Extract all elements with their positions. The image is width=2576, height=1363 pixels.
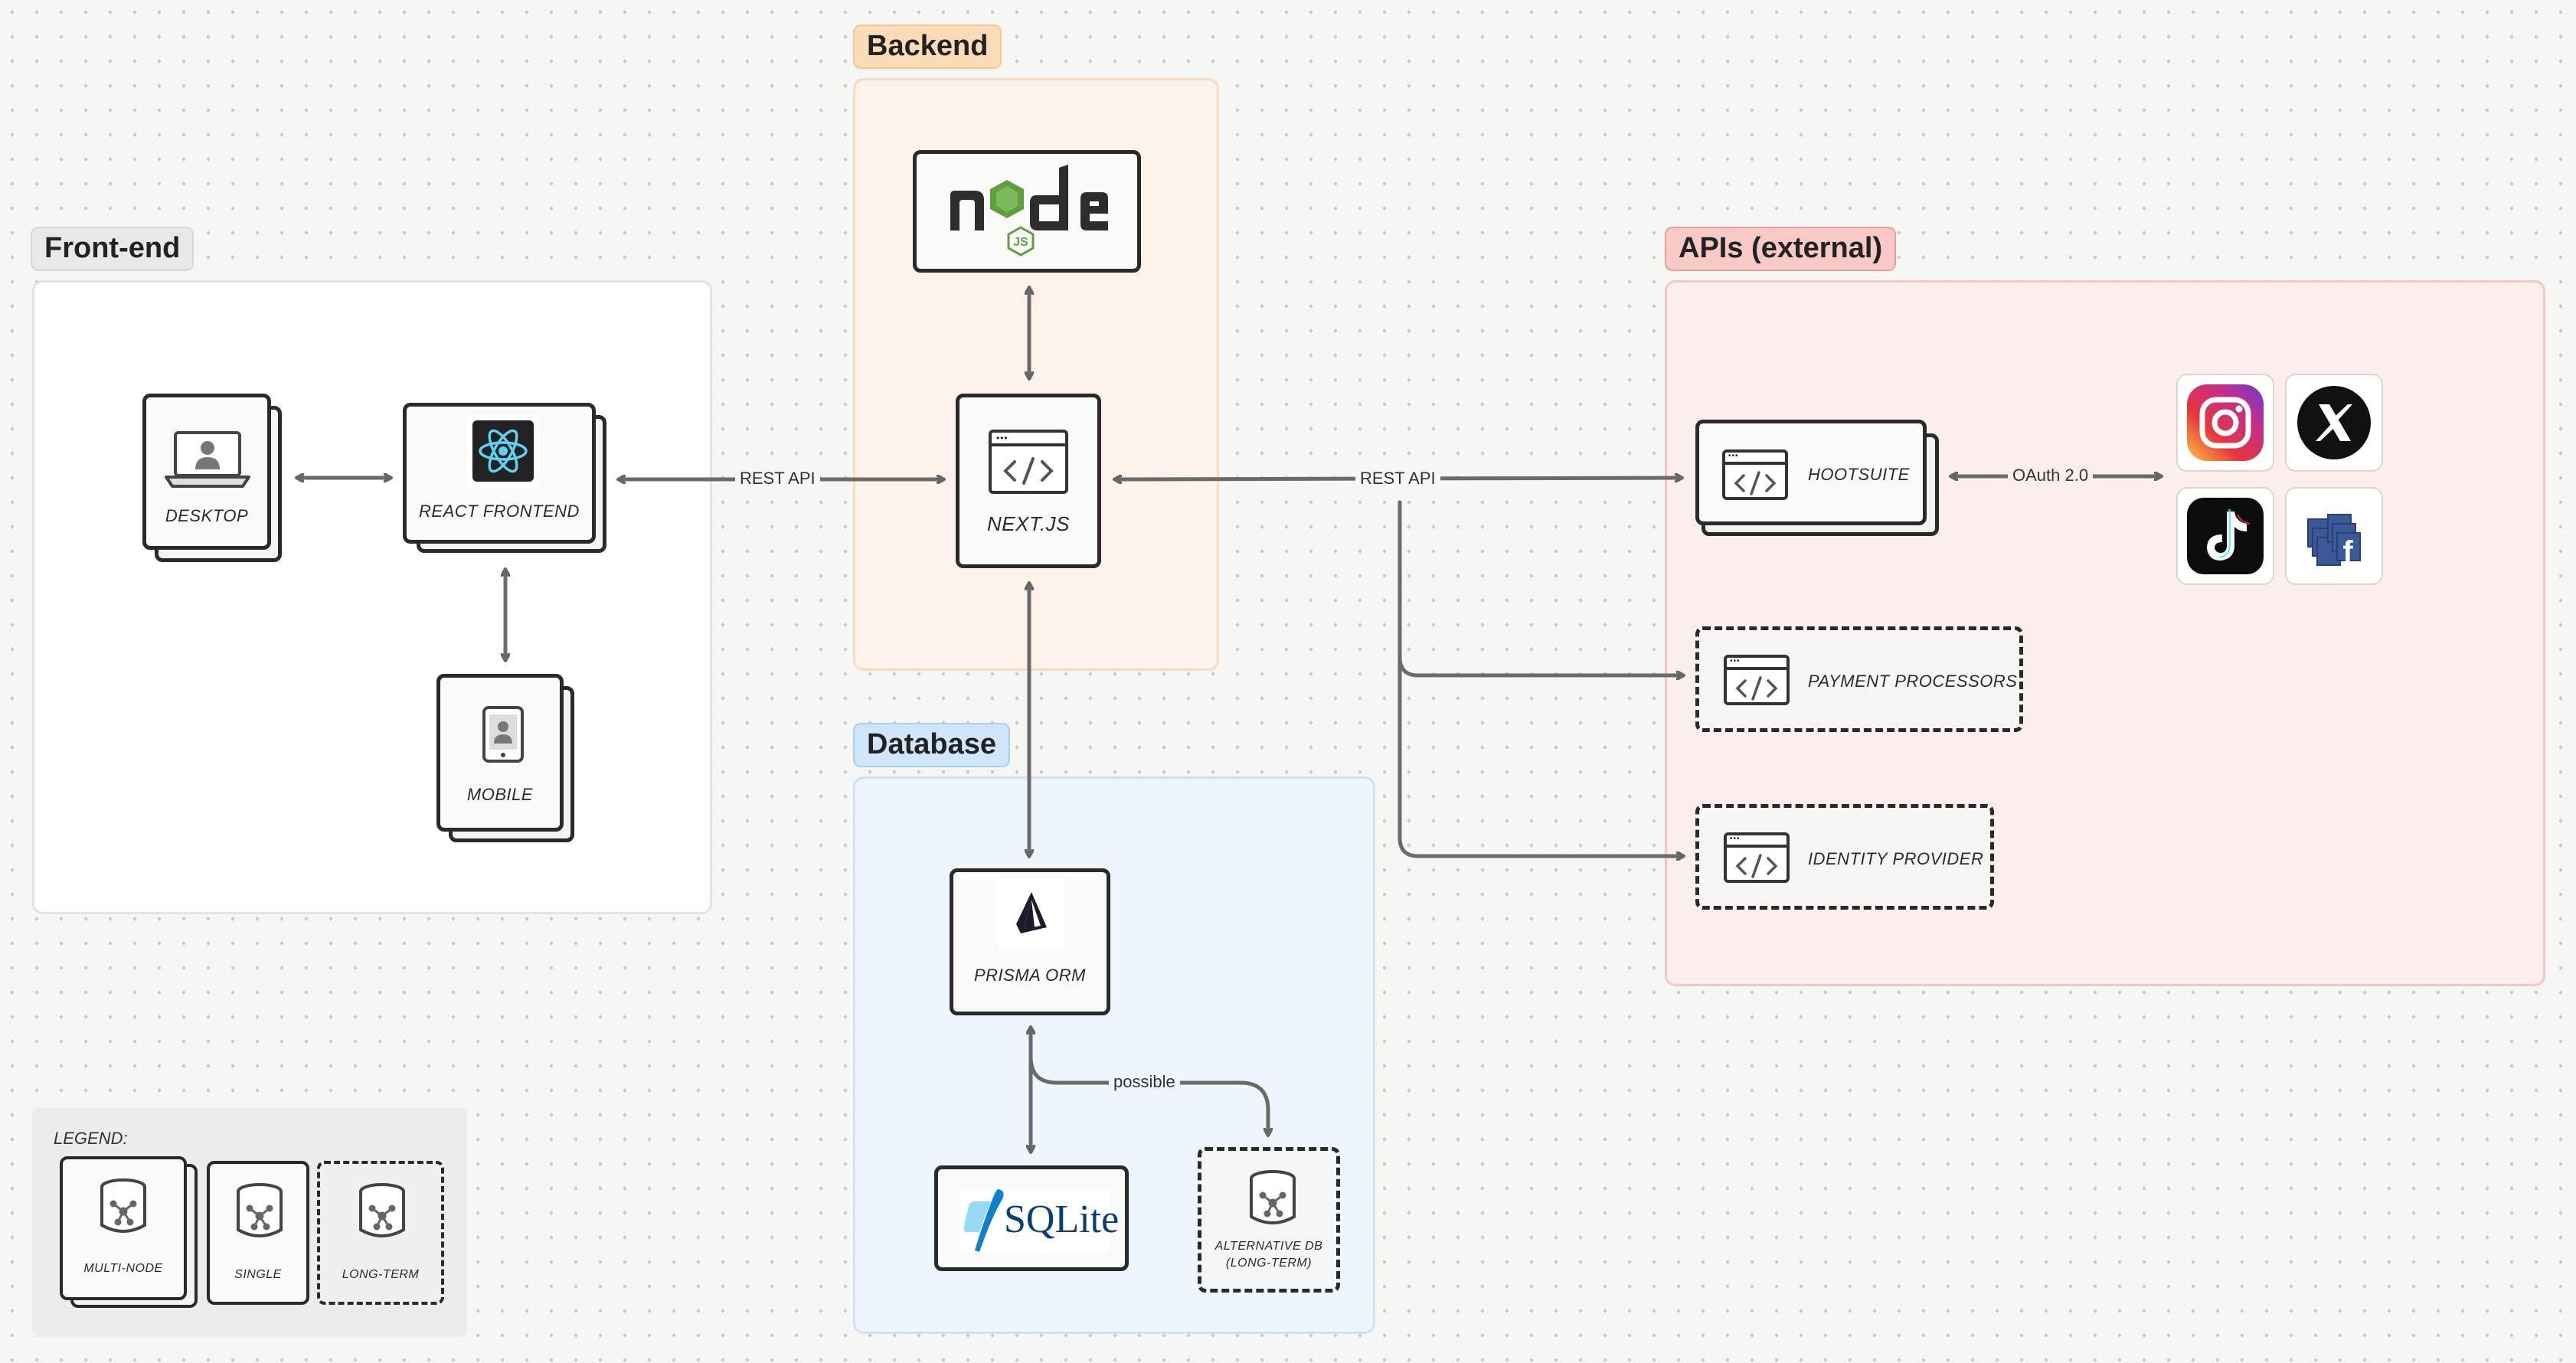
database-icon (359, 1183, 405, 1237)
database-icon (1250, 1170, 1296, 1224)
hootsuite-node[interactable]: ••• HOOTSUITE (1695, 420, 1927, 525)
nodejs-icon: JS (950, 165, 1108, 257)
alt-db-label-line1: ALTERNATIVE DB (1214, 1240, 1323, 1253)
apis-group-title: APIs (external) (1665, 227, 1897, 271)
facebook-icon: f (2307, 514, 2361, 569)
rest-api-label-front: REST API (735, 469, 820, 489)
instagram-tile[interactable] (2176, 374, 2274, 472)
x-icon (2297, 386, 2371, 459)
tiktok-tile[interactable] (2176, 487, 2274, 585)
nodejs-node[interactable]: JS (913, 150, 1141, 273)
identity-provider-label: IDENTITY PROVIDER (1808, 849, 1984, 868)
desktop-node[interactable]: DESKTOP (142, 394, 271, 550)
database-icon (100, 1178, 146, 1233)
frontend-group-title: Front-end (31, 227, 195, 271)
sqlite-logo-text: SQLite (1004, 1198, 1120, 1241)
facebook-tile[interactable]: f (2285, 487, 2383, 585)
code-window-icon: ••• (1722, 449, 1788, 500)
database-group-title: Database (853, 723, 1010, 767)
legend-multi-node: MULTI-NODE (60, 1156, 187, 1300)
possible-altdb-arrow (1028, 1054, 1268, 1135)
instagram-icon (2187, 384, 2264, 461)
legend-single: SINGLE (207, 1161, 309, 1305)
desktop-label: DESKTOP (165, 506, 249, 525)
nextjs-label: NEXT.JS (986, 512, 1071, 535)
nextjs-node[interactable]: ••• NEXT.JS (956, 394, 1101, 568)
payment-processors-label: PAYMENT PROCESSORS (1808, 672, 2018, 691)
prisma-label: PRISMA ORM (974, 966, 1086, 985)
x-tile[interactable] (2285, 374, 2383, 472)
legend-multi-node-label: MULTI-NODE (83, 1262, 163, 1275)
oauth-label: OAuth 2.0 (2008, 466, 2094, 485)
prisma-node[interactable]: PRISMA ORM (950, 868, 1110, 1015)
prisma-icon (1016, 892, 1047, 933)
sqlite-node[interactable]: SQLite (934, 1165, 1129, 1271)
possible-label: possible (1109, 1072, 1180, 1092)
code-window-icon: ••• (1724, 832, 1790, 883)
mobile-icon (482, 706, 524, 763)
code-window-icon: ••• (1724, 655, 1790, 705)
laptop-icon (165, 431, 250, 488)
sqlite-feather-icon (963, 1189, 1004, 1252)
legend-long-term-label: LONG-TERM (342, 1268, 420, 1281)
hootsuite-label: HOOTSUITE (1808, 465, 1910, 484)
svg-text:JS: JS (1013, 236, 1028, 249)
react-frontend-label: REACT FRONTEND (419, 502, 580, 521)
backend-group-title: Backend (853, 25, 1002, 69)
mobile-label: MOBILE (466, 785, 534, 804)
code-window-icon: ••• (989, 430, 1068, 494)
react-icon (472, 420, 534, 482)
alt-db-node[interactable]: ALTERNATIVE DB (LONG-TERM) (1198, 1147, 1340, 1293)
react-frontend-node[interactable]: REACT FRONTEND (403, 403, 596, 544)
legend-long-term: LONG-TERM (317, 1161, 444, 1305)
tiktok-icon (2187, 498, 2264, 574)
alt-db-label-line2: (LONG-TERM) (1225, 1257, 1313, 1270)
rest-api-label-back: REST API (1355, 469, 1440, 489)
database-icon (237, 1183, 283, 1237)
payment-processors-node[interactable]: ••• PAYMENT PROCESSORS (1695, 626, 2023, 732)
mobile-node[interactable]: MOBILE (436, 674, 564, 832)
svg-text:f: f (2342, 535, 2353, 569)
identity-provider-node[interactable]: ••• IDENTITY PROVIDER (1695, 804, 1994, 910)
to-identity-arrow (1398, 500, 1683, 856)
legend-title: LEGEND: (54, 1129, 128, 1148)
frontend-group (32, 280, 712, 914)
to-payment-arrow (1398, 500, 1683, 675)
legend-single-label: SINGLE (234, 1268, 282, 1281)
